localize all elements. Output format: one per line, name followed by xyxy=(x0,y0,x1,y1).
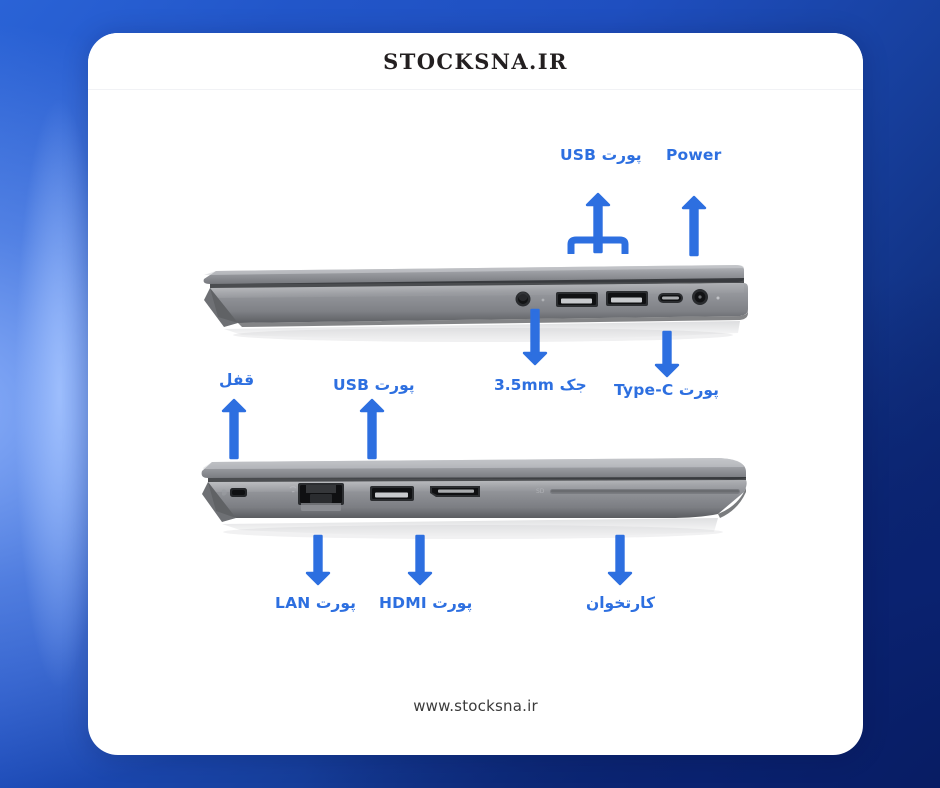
arrow-lock xyxy=(221,398,247,464)
laptop-left-side-image: SD xyxy=(198,448,748,539)
arrow-power xyxy=(681,195,707,261)
label-lock: قفل xyxy=(219,371,255,389)
label-usb-top: پورت USB xyxy=(560,146,642,164)
laptop-right-side-svg xyxy=(203,265,748,342)
laptop-right-side-image xyxy=(198,255,748,342)
port-usb-a xyxy=(370,486,414,501)
port-lan-rj45 xyxy=(289,483,344,511)
arrow-typec xyxy=(654,330,680,382)
laptop-left-side-svg: SD xyxy=(201,458,747,539)
port-hdmi xyxy=(430,486,480,497)
content-card: STOCKSNA.IR xyxy=(88,33,863,755)
label-hdmi: پورت HDMI xyxy=(379,594,473,612)
card-header: STOCKSNA.IR xyxy=(88,33,863,90)
port-kensington-lock xyxy=(222,488,247,497)
label-usb-bottom: پورت USB xyxy=(333,376,415,394)
port-usb-type-c xyxy=(658,293,683,303)
label-jack35: جک 3.5mm xyxy=(494,376,587,394)
arrow-usb-bottom xyxy=(359,398,385,464)
arrow-usb-top xyxy=(558,192,638,258)
label-lan: پورت LAN xyxy=(275,594,356,612)
brand-title: STOCKSNA.IR xyxy=(383,48,568,74)
port-usb-a-1 xyxy=(556,292,598,307)
svg-text:SD: SD xyxy=(536,488,545,495)
arrow-jack35 xyxy=(522,308,548,370)
footer-url: www.stocksna.ir xyxy=(413,697,538,715)
arrow-lan xyxy=(305,534,331,590)
label-cardreader: کارتخوان xyxy=(586,594,656,612)
port-power-jack xyxy=(692,289,720,305)
port-card-reader: SD xyxy=(536,488,740,495)
label-typec: پورت Type-C xyxy=(614,381,719,399)
arrow-hdmi xyxy=(407,534,433,590)
arrow-cardreader xyxy=(607,534,633,590)
port-audio-jack-3-5mm xyxy=(515,291,545,307)
port-usb-a-2 xyxy=(606,291,648,306)
label-power: Power xyxy=(666,146,722,164)
